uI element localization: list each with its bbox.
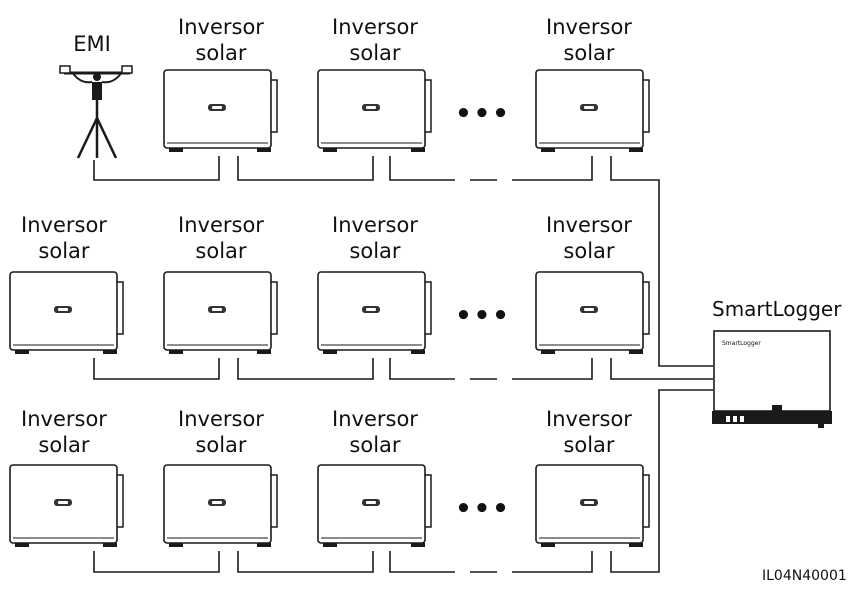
- inverter-label-line1: Inversor: [21, 213, 107, 237]
- bus-wiring: [93, 156, 713, 573]
- inverter-label-line2: solar: [38, 239, 90, 263]
- ellipsis-r1: •••: [455, 99, 511, 129]
- inverter-label-r2-4: Inversor solar: [529, 212, 649, 264]
- inverter-label-line2: solar: [195, 433, 247, 457]
- inverter-r2-1: [9, 271, 124, 355]
- inverter-r2-2: [163, 271, 278, 355]
- inverter-label-r3-3: Inversor solar: [315, 406, 435, 458]
- inverter-label-r2-1: Inversor solar: [4, 212, 124, 264]
- inverter-label-line2: solar: [38, 433, 90, 457]
- inverter-label-line1: Inversor: [21, 407, 107, 431]
- inverter-label-line1: Inversor: [332, 407, 418, 431]
- inverter-label-line2: solar: [349, 433, 401, 457]
- inverter-label-r3-4: Inversor solar: [529, 406, 649, 458]
- inverter-label-line1: Inversor: [546, 15, 632, 39]
- inverter-label-line1: Inversor: [178, 213, 264, 237]
- inverter-label-line2: solar: [563, 41, 615, 65]
- smartlogger-label: SmartLogger: [712, 297, 842, 321]
- emi-label: EMI: [73, 32, 111, 56]
- figure-code: IL04N40001: [762, 568, 847, 584]
- inverter-r1-1: [163, 69, 278, 153]
- inverter-label-r2-2: Inversor solar: [161, 212, 281, 264]
- inverter-r2-4: [535, 271, 650, 355]
- inverter-r1-3: [535, 69, 650, 153]
- inverter-r3-2: [163, 464, 278, 548]
- inverter-label-line2: solar: [195, 41, 247, 65]
- inverter-label-line2: solar: [349, 41, 401, 65]
- inverter-label-r2-3: Inversor solar: [315, 212, 435, 264]
- inverter-label-r1-1: Inversor solar: [161, 14, 281, 66]
- inverter-label-line1: Inversor: [178, 15, 264, 39]
- inverter-label-r1-3: Inversor solar: [529, 14, 649, 66]
- inverter-r3-3: [317, 464, 432, 548]
- ellipsis-r3: •••: [455, 494, 511, 524]
- inverter-label-r3-1: Inversor solar: [4, 406, 124, 458]
- inverter-r1-2: [317, 69, 432, 153]
- ellipsis-r2: •••: [455, 301, 511, 331]
- inverter-label-line1: Inversor: [546, 213, 632, 237]
- inverter-label-line1: Inversor: [332, 213, 418, 237]
- smartlogger-screen-text: SmartLogger: [722, 340, 761, 347]
- inverter-label-line2: solar: [563, 239, 615, 263]
- emi-device: [59, 65, 133, 159]
- inverter-r3-1: [9, 464, 124, 548]
- inverter-label-line2: solar: [195, 239, 247, 263]
- inverter-label-line1: Inversor: [332, 15, 418, 39]
- inverter-label-r3-2: Inversor solar: [161, 406, 281, 458]
- inverter-label-r1-2: Inversor solar: [315, 14, 435, 66]
- inverter-label-line1: Inversor: [546, 407, 632, 431]
- inverter-label-line1: Inversor: [178, 407, 264, 431]
- smartlogger-device: [712, 330, 832, 428]
- inverter-r2-3: [317, 271, 432, 355]
- inverter-label-line2: solar: [349, 239, 401, 263]
- inverter-r3-4: [535, 464, 650, 548]
- inverter-label-line2: solar: [563, 433, 615, 457]
